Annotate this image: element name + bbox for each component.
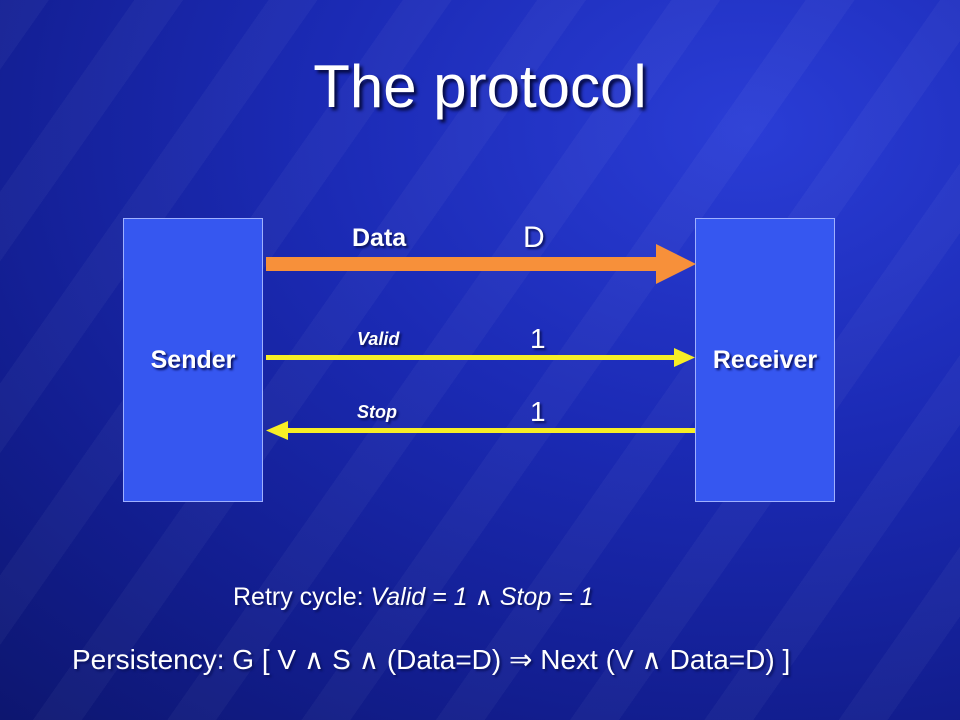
retry-condition-stop: Stop = 1	[499, 583, 594, 611]
valid-signal-label: Valid	[357, 329, 400, 349]
data-arrow	[266, 244, 696, 284]
retry-prefix: Retry cycle:	[233, 583, 371, 611]
stop-signal-label: Stop	[357, 402, 397, 422]
data-signal-label: Data	[352, 224, 407, 252]
data-signal-value: D	[523, 221, 545, 254]
sender-box: Sender	[123, 218, 263, 502]
slide-title: The protocol	[313, 53, 647, 120]
retry-cycle-definition: Retry cycle: Valid = 1 ∧ Stop = 1	[233, 582, 594, 612]
receiver-box: Receiver	[695, 218, 835, 502]
valid-arrow	[266, 348, 695, 367]
receiver-label: Receiver	[712, 345, 818, 374]
retry-and-operator: ∧	[467, 583, 500, 611]
valid-signal-value: 1	[530, 323, 546, 354]
sender-label: Sender	[150, 345, 236, 374]
retry-condition-valid: Valid = 1	[370, 583, 468, 611]
stop-signal-value: 1	[530, 396, 546, 427]
persistency-formula: Persistency: G [ V ∧ S ∧ (Data=D) ⇒ Next…	[72, 644, 791, 675]
stop-arrow	[266, 421, 695, 440]
